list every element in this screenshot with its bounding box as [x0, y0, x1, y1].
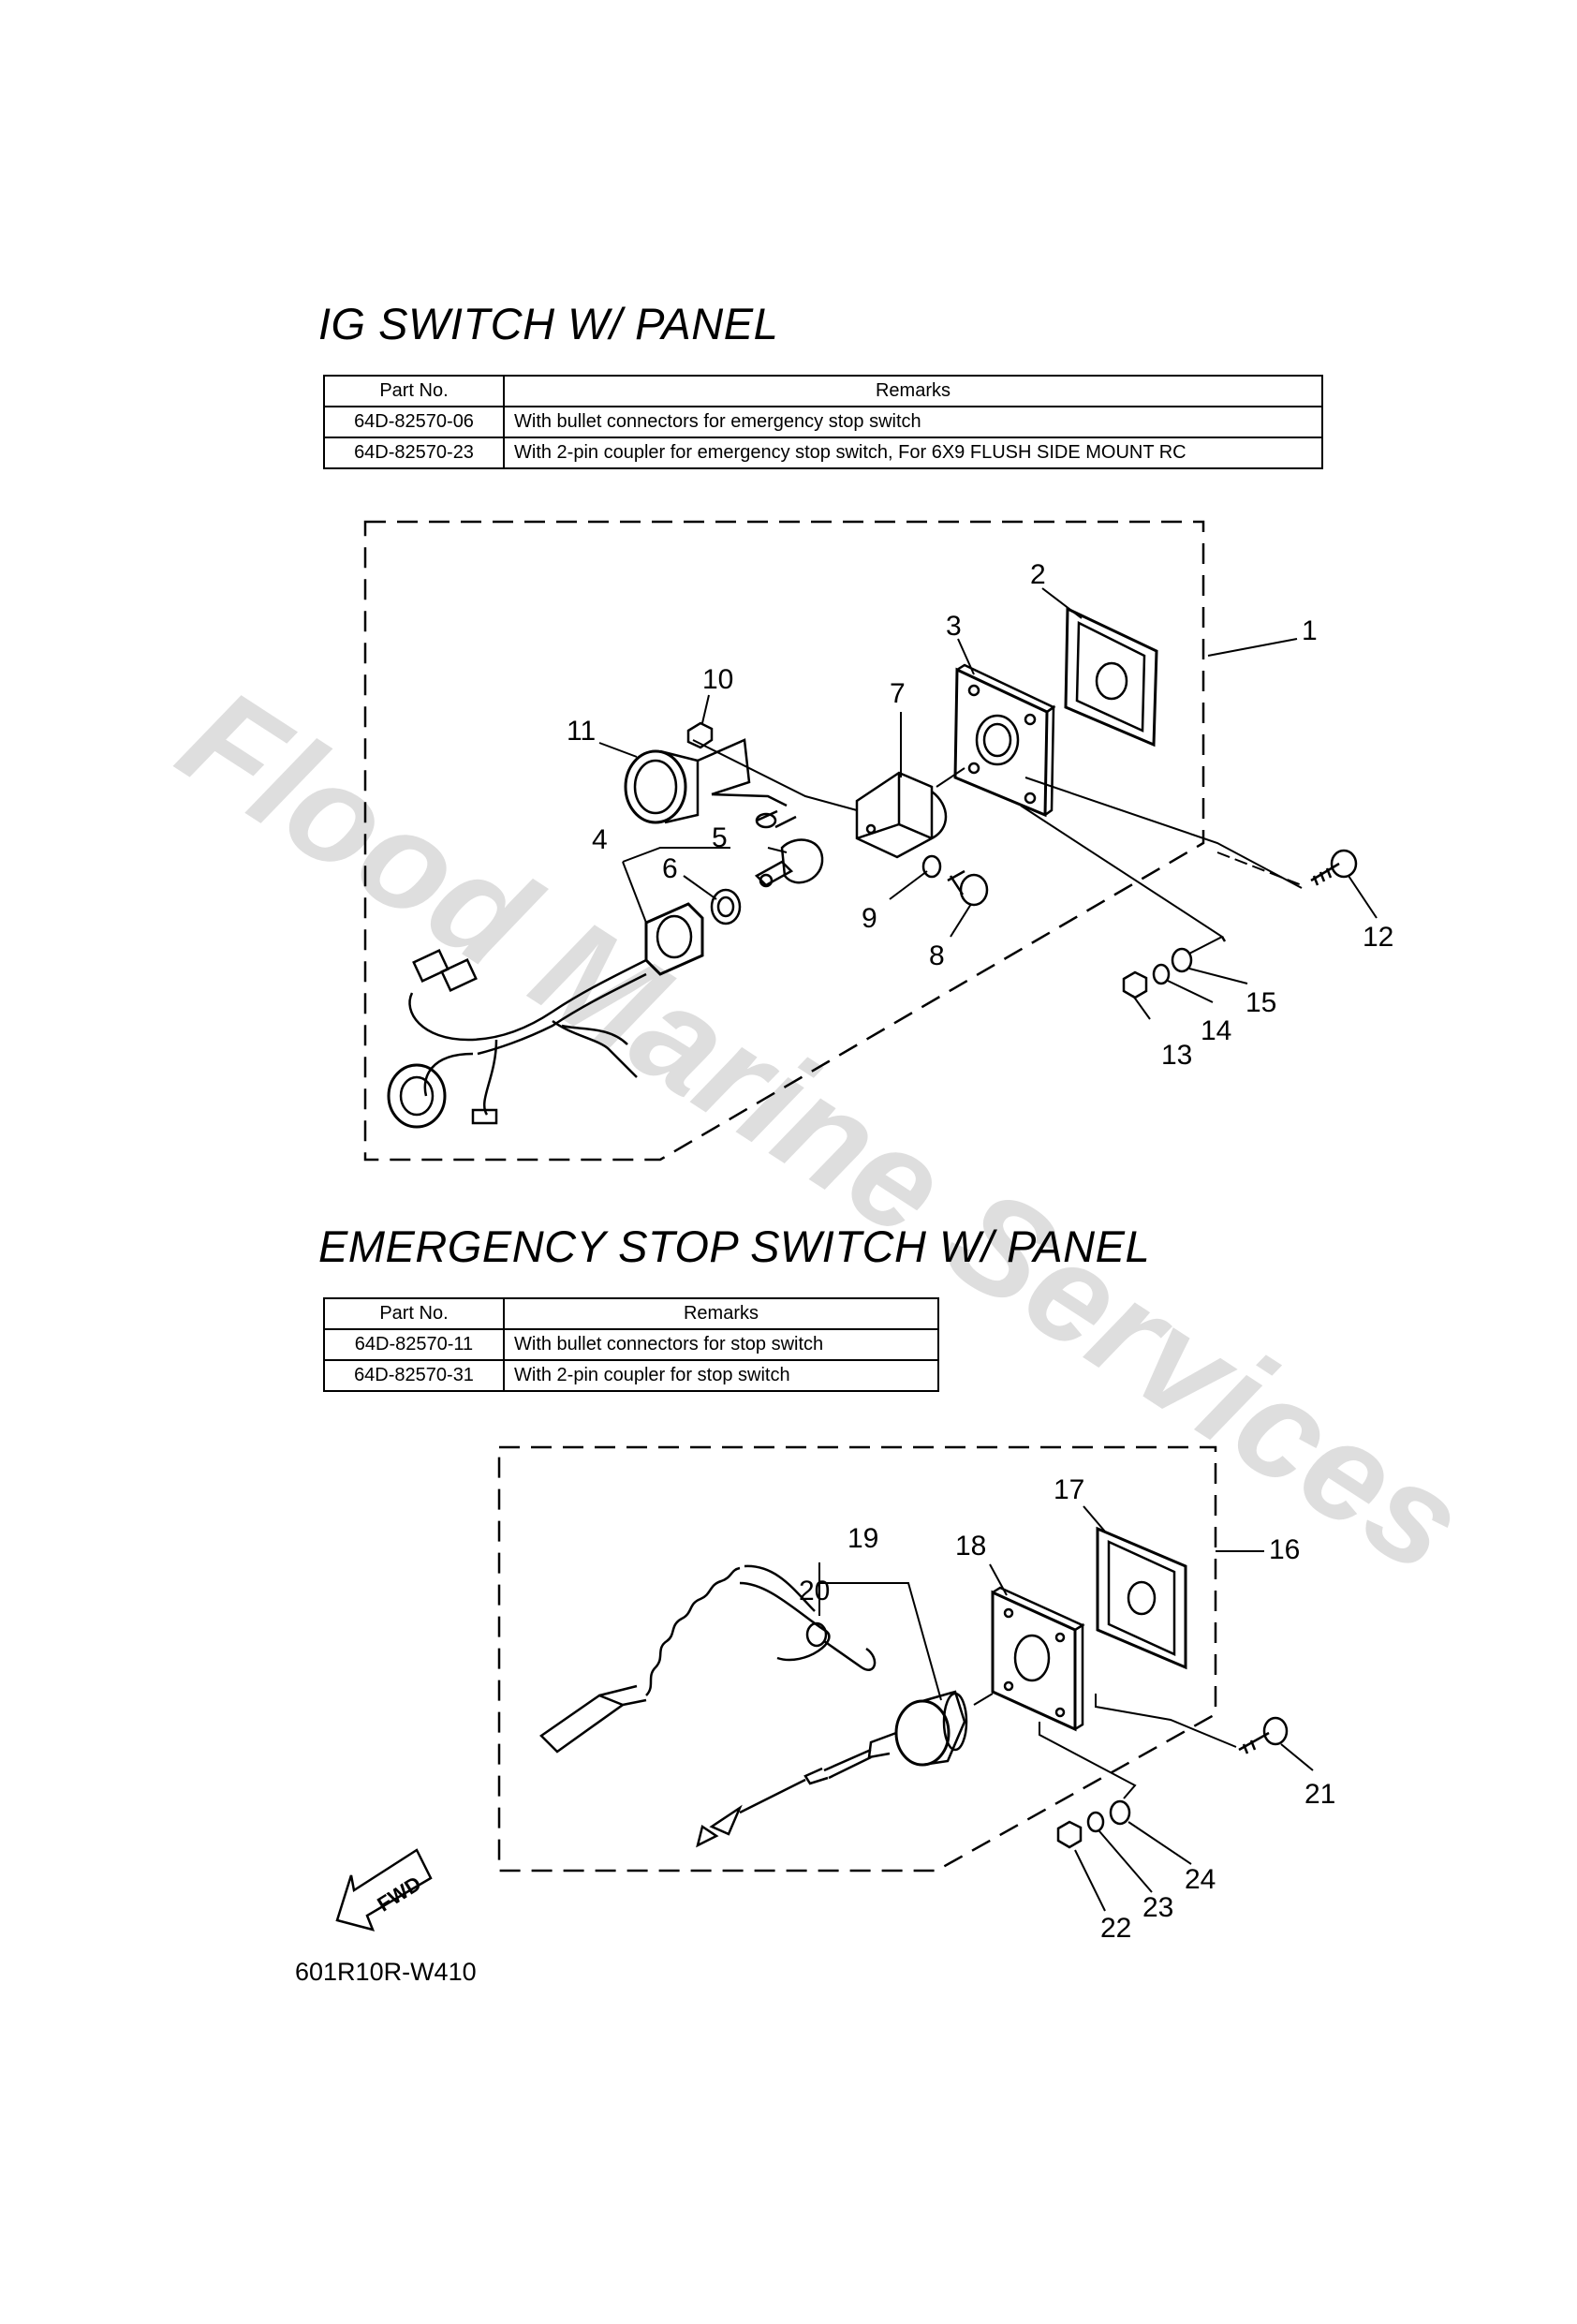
table-row: 64D-82570-31 With 2-pin coupler for stop… [323, 1359, 939, 1392]
part-8-screw [947, 869, 989, 907]
assembly-lines-ig [692, 739, 1303, 955]
callout-19: 19 [847, 1523, 878, 1554]
callout-11: 11 [567, 716, 596, 747]
callout-18: 18 [955, 1531, 986, 1562]
part-22-nut [1056, 1820, 1083, 1849]
callout-4: 4 [592, 824, 608, 855]
part-23-lock-washer [1086, 1811, 1105, 1833]
section-title-ig-switch: IG SWITCH W/ PANEL [318, 299, 779, 348]
callout-6: 6 [662, 853, 678, 884]
callout-3: 3 [946, 611, 962, 642]
table-row: 64D-82570-11 With bullet connectors for … [323, 1328, 939, 1361]
remarks-cell: With 2-pin coupler for emergency stop sw… [503, 437, 1323, 469]
header-part-no: Part No. [323, 1297, 505, 1330]
part-19-stop-switch [696, 1690, 968, 1848]
part-no-cell: 64D-82570-23 [323, 437, 505, 469]
header-part-no: Part No. [323, 375, 505, 407]
table-row: 64D-82570-23 With 2-pin coupler for emer… [323, 437, 1323, 469]
callout-17: 17 [1054, 1474, 1084, 1505]
part-15-washer [1171, 947, 1193, 973]
part-10-nut [686, 721, 714, 749]
part-7-bracket [855, 771, 948, 859]
fwd-arrow-icon: FWD [335, 1848, 433, 1932]
callout-21: 21 [1304, 1779, 1335, 1810]
diagram-code: 601R10R-W410 [295, 1958, 477, 1986]
assembly-boundary-16 [497, 1445, 1217, 1873]
part-21-screw [1238, 1716, 1289, 1754]
section-title-emergency-stop: EMERGENCY STOP SWITCH W/ PANEL [318, 1221, 1151, 1271]
part-18-panel [991, 1586, 1085, 1732]
header-remarks: Remarks [503, 1297, 939, 1330]
assembly-lines-es [973, 1693, 1237, 1799]
parts-table-emergency-stop: Part No. Remarks 64D-82570-11 With bulle… [323, 1297, 939, 1392]
ig-switch-assembly [363, 520, 1358, 1162]
remarks-cell: With bullet connectors for stop switch [503, 1328, 939, 1361]
part-9-washer [921, 854, 942, 879]
part-12-screw [1310, 849, 1358, 886]
part-5-key [754, 838, 824, 888]
parts-table-ig-switch: Part No. Remarks 64D-82570-06 With bulle… [323, 375, 1323, 469]
callout-24: 24 [1185, 1864, 1216, 1895]
remarks-cell: With 2-pin coupler for stop switch [503, 1359, 939, 1392]
callout-1: 1 [1302, 615, 1318, 646]
header-remarks: Remarks [503, 375, 1323, 407]
part-no-cell: 64D-82570-31 [323, 1359, 505, 1392]
part-14-lock-washer [1152, 963, 1171, 985]
callout-leaders [598, 587, 1378, 1912]
part-2-gasket [1064, 606, 1158, 748]
callout-numbers: 1 2 3 4 5 6 7 8 9 10 11 12 13 14 15 16 1… [567, 559, 1393, 1944]
part-24-washer [1109, 1799, 1131, 1826]
part-4-main-switch [387, 902, 704, 1129]
part-no-cell: 64D-82570-11 [323, 1328, 505, 1361]
assembly-boundary-1 [363, 520, 1205, 1162]
callout-12: 12 [1363, 922, 1393, 953]
part-11-meter [624, 738, 797, 829]
callout-10: 10 [702, 664, 733, 695]
table-row: 64D-82570-06 With bullet connectors for … [323, 406, 1323, 438]
callout-7: 7 [890, 678, 906, 709]
remarks-cell: With bullet connectors for emergency sto… [503, 406, 1323, 438]
part-3-panel [953, 663, 1056, 818]
callout-9: 9 [862, 903, 877, 934]
callout-20: 20 [799, 1576, 830, 1606]
callout-13: 13 [1161, 1040, 1192, 1071]
callout-23: 23 [1142, 1892, 1173, 1923]
table-header-row: Part No. Remarks [323, 375, 1323, 407]
table-header-row: Part No. Remarks [323, 1297, 939, 1330]
callout-14: 14 [1201, 1015, 1231, 1046]
callout-2: 2 [1030, 559, 1046, 590]
callout-16: 16 [1269, 1534, 1300, 1565]
part-17-gasket [1096, 1526, 1187, 1670]
part-6-ring-nut [710, 888, 742, 925]
part-no-cell: 64D-82570-06 [323, 406, 505, 438]
emergency-stop-assembly [497, 1445, 1289, 1873]
assembly-line-12-dash [1216, 851, 1303, 886]
part-20-lanyard [539, 1564, 877, 1754]
part-13-nut [1122, 970, 1148, 999]
callout-22: 22 [1100, 1913, 1131, 1944]
callout-8: 8 [929, 940, 945, 971]
callout-5: 5 [712, 822, 728, 853]
callout-15: 15 [1245, 987, 1276, 1018]
